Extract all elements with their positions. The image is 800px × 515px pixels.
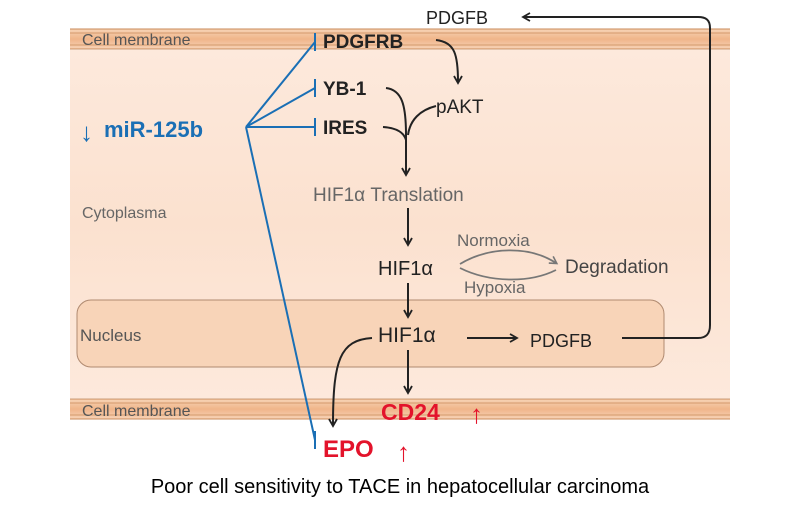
cell-membrane-bottom: [70, 398, 730, 420]
nucleus-region: [76, 299, 665, 368]
hif1a-translation-label: HIF1α Translation: [313, 185, 464, 206]
pathway-arrows: [328, 12, 711, 428]
epo-label: EPO: [323, 436, 374, 463]
hypoxia-label: Hypoxia: [464, 278, 526, 297]
degradation-label: Degradation: [565, 257, 669, 278]
normoxia-label: Normoxia: [457, 231, 530, 250]
cd24-up-arrow: ↑: [470, 399, 483, 429]
mir-down-arrow: ↓: [80, 117, 93, 147]
yb1-label: YB-1: [323, 79, 367, 100]
membrane-top-label: Cell membrane: [82, 32, 191, 49]
hif1a-cytoplasm-label: HIF1α: [378, 258, 433, 280]
mir-125b-label: miR-125b: [104, 117, 203, 142]
pdgfb-nucleus-label: PDGFB: [530, 331, 592, 351]
degradation-arrows: [459, 249, 559, 281]
figure-caption: Poor cell sensitivity to TACE in hepatoc…: [150, 476, 650, 498]
epo-up-arrow: ↑: [397, 437, 410, 467]
nucleus-label: Nucleus: [80, 326, 141, 345]
ires-label: IRES: [323, 118, 367, 139]
cytoplasm-label: Cytoplasma: [82, 205, 167, 222]
mir-inhibition-lines: [245, 33, 316, 449]
cd24-label: CD24: [381, 399, 440, 425]
membrane-bottom-label: Cell membrane: [82, 403, 191, 420]
pdgfrb-label: PDGFRB: [323, 32, 403, 53]
cell-membrane-top: [70, 28, 730, 50]
hif1a-nucleus-label: HIF1α: [378, 324, 436, 347]
pdgfb-top-label: PDGFB: [426, 8, 488, 28]
pakt-label: pAKT: [436, 97, 484, 118]
